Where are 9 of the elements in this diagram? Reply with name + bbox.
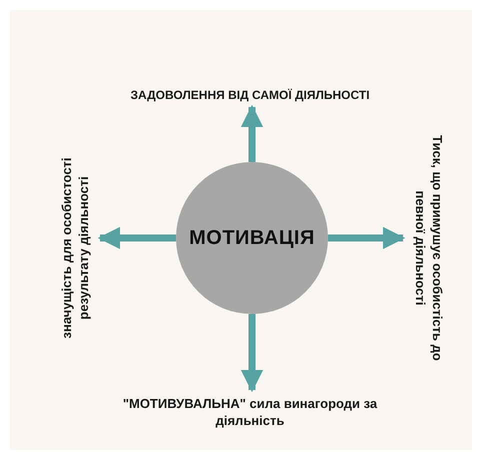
arrow [240,314,264,392]
factor-label: Тиск, що примушує особистість до певної діяльності [412,134,445,363]
factor-label: ЗАДОВОЛЕННЯ ВІД САМОЇ ДІЯЛЬНОСТІ [130,88,370,104]
arrow [98,226,176,250]
arrow [328,226,406,250]
arrow [240,104,264,162]
factor-label: "МОТИВУВАЛЬНА" сила винагороди за діяльність [122,396,378,430]
factor-label: значущість для особистості результату діяльності [59,156,92,340]
circle-label: МОТИВАЦІЯ [189,226,315,250]
